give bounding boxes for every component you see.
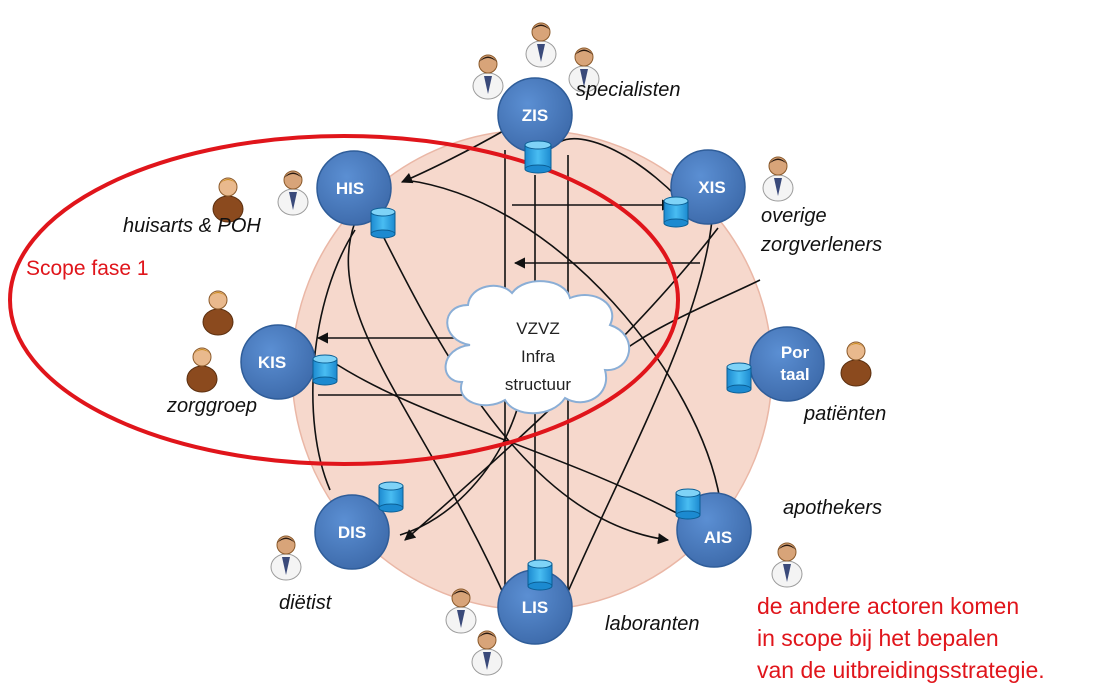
zorggroep-icon	[202, 290, 234, 336]
actor-label-xis-1: overige	[761, 205, 827, 227]
node-portaal: Por taal	[749, 326, 825, 402]
poh-icon	[277, 170, 309, 216]
connection-kis-ais	[329, 359, 691, 521]
database-icon	[378, 481, 404, 513]
node-ais-label: AIS	[704, 528, 732, 547]
patient-icon	[840, 341, 872, 387]
zorggroep-icon	[186, 347, 218, 393]
actor-label-xis-2: zorgverleners	[760, 234, 882, 256]
node-portaal-label-2: taal	[780, 365, 809, 384]
laborant-icon	[471, 630, 503, 676]
database-icon	[675, 488, 701, 520]
node-kis-label: KIS	[258, 353, 286, 372]
apotheker-icon	[771, 542, 803, 588]
vzvz-cloud: VZVZ Infra structuur	[444, 280, 630, 415]
node-xis-label: XIS	[698, 178, 725, 197]
cloud-line-3: structuur	[505, 375, 571, 394]
actor-label-zis: specialisten	[576, 79, 681, 101]
actor-label-lis: laboranten	[605, 613, 700, 635]
database-icon	[527, 559, 553, 591]
node-lis-label: LIS	[522, 598, 548, 617]
cloud-line-2: Infra	[521, 347, 556, 366]
node-kis: KIS	[240, 324, 316, 400]
actor-label-ais: apothekers	[783, 497, 882, 519]
node-his-label: HIS	[336, 179, 364, 198]
connection-his-ais	[364, 199, 670, 545]
node-xis: XIS	[670, 149, 746, 225]
node-his: HIS	[316, 150, 392, 226]
cloud-line-1: VZVZ	[516, 319, 559, 338]
actor-label-his: huisarts & POH	[123, 215, 261, 237]
node-zis: ZIS	[497, 77, 573, 153]
scope-label: Scope fase 1	[26, 257, 149, 280]
database-icon	[370, 207, 396, 239]
node-zis-label: ZIS	[522, 106, 548, 125]
node-dis-label: DIS	[338, 523, 366, 542]
scope-ellipse	[8, 134, 680, 466]
note-line-1: de andere actoren komen	[757, 593, 1019, 619]
actor-label-portaal: patiënten	[803, 403, 886, 425]
note-line-3: van de uitbreidingsstrategie.	[757, 657, 1045, 683]
actor-label-kis: zorggroep	[166, 395, 257, 417]
specialist-icon	[525, 22, 557, 68]
database-icons	[312, 140, 752, 591]
note-line-2: in scope bij het bepalen	[757, 625, 999, 651]
connection-cloud-lower	[399, 399, 521, 536]
node-portaal-label-1: Por	[781, 343, 810, 362]
database-icon	[524, 140, 552, 174]
database-icon	[663, 196, 689, 228]
node-dis: DIS	[314, 494, 390, 570]
database-icon	[312, 354, 338, 386]
dietist-icon	[270, 535, 302, 581]
connection-lis-xis	[559, 219, 713, 611]
connection-ais-his	[404, 179, 721, 501]
actor-label-dis: diëtist	[279, 592, 333, 614]
zorgverlener-icon	[762, 156, 794, 202]
specialist-icon	[472, 54, 504, 100]
connection-his-lis	[347, 221, 516, 621]
connection-zis-his	[400, 129, 506, 184]
database-icon	[726, 362, 752, 394]
